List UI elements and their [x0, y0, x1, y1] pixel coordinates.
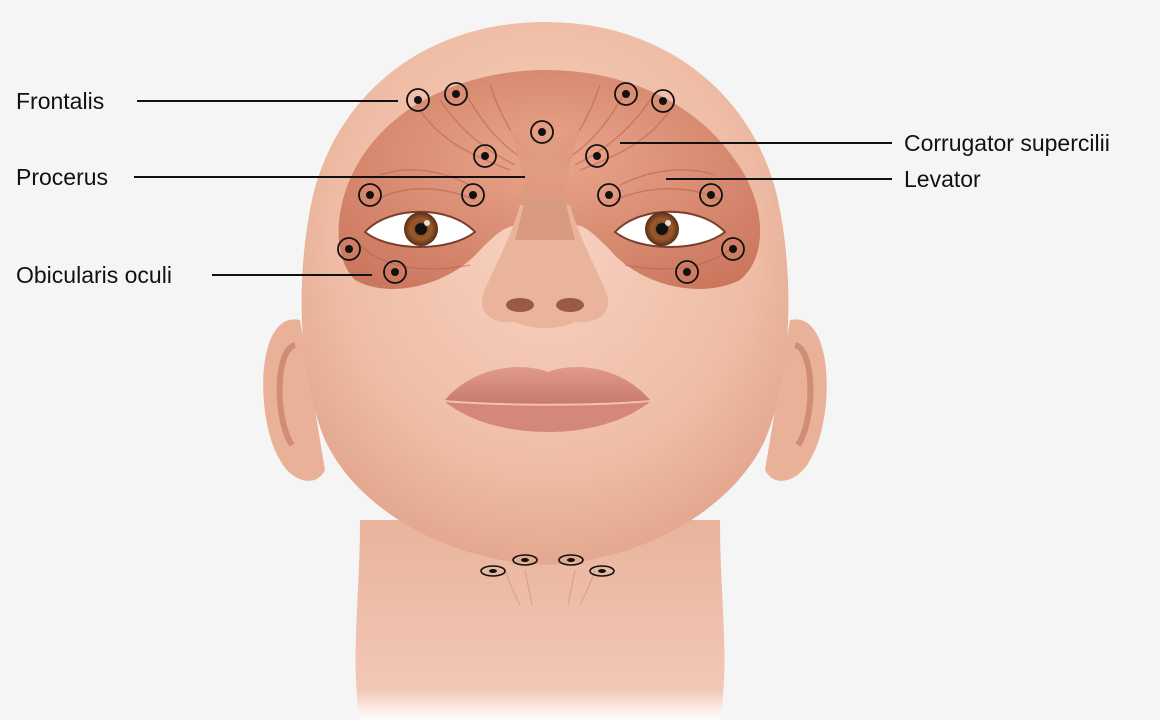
label-procerus: Procerus — [16, 164, 108, 190]
label-levator: Levator — [904, 166, 981, 192]
label-frontalis: Frontalis — [16, 88, 104, 114]
left-nostril — [506, 298, 534, 312]
label-obicularis-oculi: Obicularis oculi — [16, 262, 172, 288]
right-nostril — [556, 298, 584, 312]
label-corrugator-supercilii: Corrugator supercilii — [904, 130, 1110, 156]
nose-bridge — [515, 200, 575, 240]
